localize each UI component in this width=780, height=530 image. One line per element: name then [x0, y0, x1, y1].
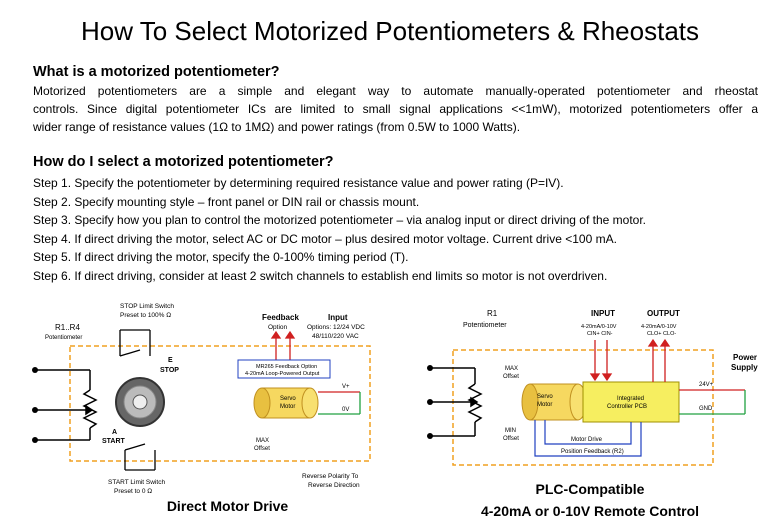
max-offset-sub: Offset	[254, 446, 270, 452]
io-arrows	[589, 338, 671, 382]
reverse-label-1: Reverse Polarity To	[302, 473, 359, 480]
step-item: Step 6. If direct driving, consider at l…	[33, 269, 608, 283]
output-pins: CLO+ CLO-	[647, 331, 676, 337]
right-diagram-caption-1: PLC-Compatible	[535, 481, 645, 497]
supply-lines	[679, 389, 746, 415]
v24-label: 24V+	[699, 382, 714, 388]
pot-sublabel: Potentiometer	[463, 322, 507, 329]
pot-label: R1	[487, 309, 498, 318]
input-options-2: 48/110/220 VAC	[312, 333, 359, 340]
servo-motor	[253, 387, 319, 419]
start-switch-label: START Limit Switch	[108, 479, 165, 486]
direct-motor-drive-diagram: R1..R4 Potentiometer STOP Limit Switch P…	[32, 303, 371, 495]
output-label: OUTPUT	[647, 309, 680, 318]
input-label: INPUT	[591, 309, 615, 318]
motor-label-1: Servo	[537, 394, 553, 400]
motor-label-1: Servo	[280, 396, 296, 402]
input-range: 4-20mA/0-10V	[581, 324, 617, 330]
max-offset-label: MAX	[256, 438, 269, 444]
stop-label: STOP	[160, 367, 179, 374]
input-pins: CIN+ CIN-	[587, 331, 613, 337]
stop-switch-label: STOP Limit Switch	[120, 303, 174, 310]
step-item: Step 3. Specify how you plan to control …	[33, 213, 647, 227]
step-item: Step 5. If direct driving the motor, spe…	[33, 250, 409, 264]
input-options-1: Options: 12/24 VDC	[307, 324, 365, 331]
controller-label-2: Controller PCB	[607, 404, 647, 410]
e-label: E	[168, 357, 173, 364]
pot-sublabel: Potentiometer	[45, 335, 82, 341]
feedback-lines	[534, 420, 642, 457]
min-offset-label: MIN	[505, 428, 516, 434]
section-heading-how: How do I select a motorized potentiomete…	[33, 154, 334, 170]
stop-switch-preset: Preset to 100% Ω	[120, 312, 171, 319]
start-switch-symbol	[124, 443, 156, 471]
max-offset-sub: Offset	[503, 374, 519, 380]
zero-v-label: 0V	[342, 407, 349, 413]
potentiometer-symbol	[35, 369, 98, 441]
output-range: 4-20mA/0-10V	[641, 324, 677, 330]
servo-motor	[521, 383, 587, 421]
potentiometer-wheel	[115, 377, 165, 427]
page-title: How To Select Motorized Potentiometers &…	[80, 16, 700, 46]
motor-label-2: Motor	[280, 404, 295, 410]
input-label: Input	[328, 313, 348, 322]
position-feedback-label: Position Feedback (R2)	[561, 449, 624, 455]
controller-label-1: Integrated	[617, 396, 644, 402]
power-label: Power	[733, 353, 757, 362]
intro-paragraph: Motorized potentiometers are a simple an…	[33, 82, 758, 136]
plc-compatible-diagram: R1 Potentiometer MAX Offset MIN Offset S…	[427, 309, 758, 466]
start-label: START	[102, 438, 126, 445]
supply-label: Supply	[731, 363, 758, 372]
min-offset-sub: Offset	[503, 436, 519, 442]
section-heading-what: What is a motorized potentiometer?	[33, 64, 280, 80]
start-switch-preset: Preset to 0 Ω	[114, 488, 152, 495]
potentiometer-symbol	[430, 367, 483, 437]
step-item: Step 1. Specify the potentiometer by det…	[33, 176, 564, 190]
left-diagram-caption: Direct Motor Drive	[166, 498, 289, 514]
max-offset-label: MAX	[505, 366, 518, 372]
supply-lines	[318, 391, 361, 415]
step-item: Step 2. Specify mounting style – front p…	[33, 195, 420, 209]
right-diagram-caption-2: 4-20mA or 0-10V Remote Control	[480, 503, 700, 519]
pot-label: R1..R4	[55, 323, 80, 332]
mr265-label-1: MR265 Feedback Option	[256, 364, 317, 370]
step-item: Step 4. If direct driving the motor, sel…	[33, 232, 617, 246]
reverse-label-2: Reverse Direction	[308, 482, 360, 489]
feedback-arrows	[270, 330, 296, 360]
intro-line-1: Motorized potentiometers are a simple an…	[33, 84, 758, 98]
feedback-label: Feedback	[262, 313, 299, 322]
gnd-label: GND	[699, 406, 713, 412]
feedback-option: Option	[268, 324, 288, 331]
motor-drive-label: Motor Drive	[571, 437, 603, 443]
stop-switch-symbol	[119, 329, 151, 357]
intro-line-2: controls. Since digital potentiometer IC…	[33, 102, 758, 116]
v-plus-label: V+	[342, 384, 350, 390]
mr265-label-2: 4-20mA Loop-Powered Output	[245, 371, 320, 377]
a-label: A	[112, 429, 117, 436]
motor-label-2: Motor	[537, 402, 552, 408]
intro-line-3: wider range of resistance values (1Ω to …	[33, 120, 521, 134]
